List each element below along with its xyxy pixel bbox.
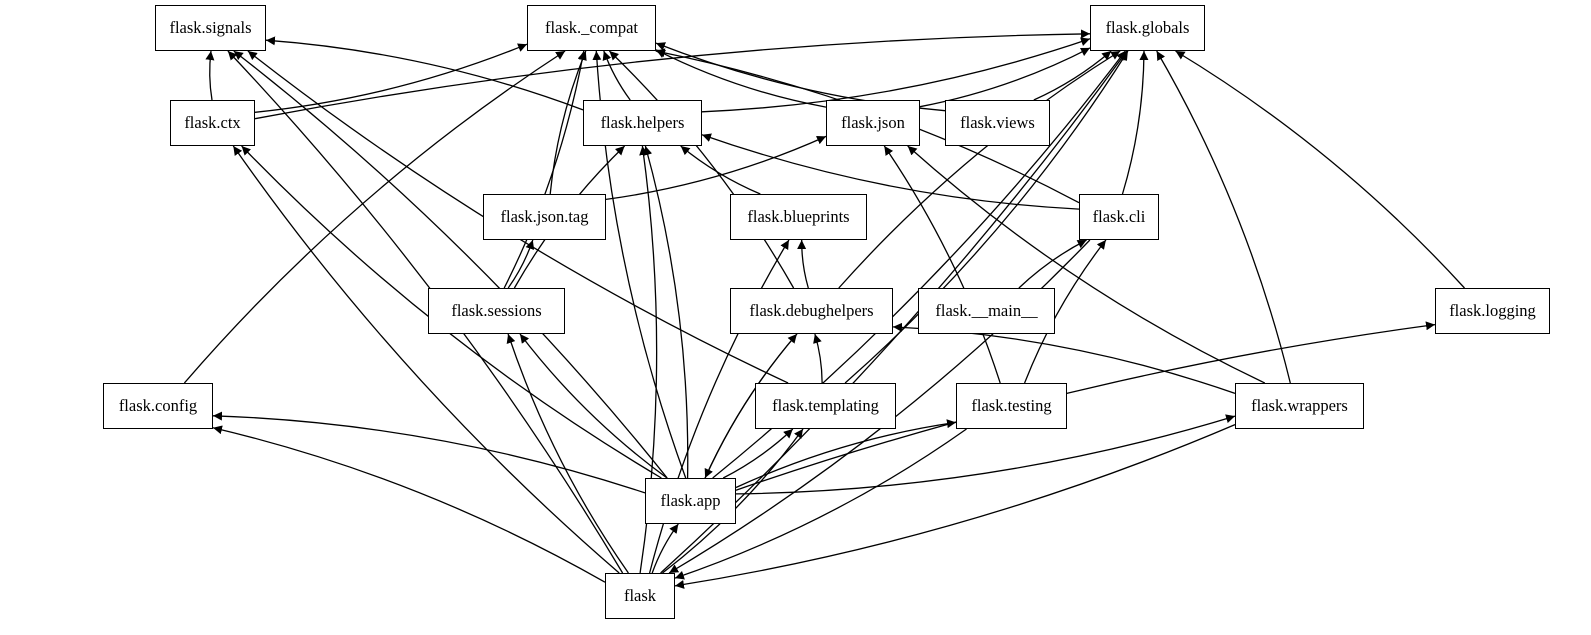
node-json[interactable]: flask.json [826, 100, 920, 146]
edge-jsontag-to-json [605, 135, 827, 201]
edge-blueprints-to-helpers [680, 145, 761, 195]
edge-flask-to-sessions [506, 333, 629, 574]
edge-debughelpers-to-globals [838, 50, 1121, 289]
edge-logging-to-globals [1175, 50, 1465, 289]
edge-app-to-logging [735, 321, 1436, 491]
edge-json-to-compat [655, 49, 827, 108]
edge-templating-to-debughelpers [813, 333, 823, 384]
edge-flask-to-blueprints [648, 239, 790, 574]
edge-app-to-helpers [643, 145, 689, 479]
edge-testing-to-flask [674, 428, 967, 580]
node-views[interactable]: flask.views [945, 100, 1050, 146]
node-cli[interactable]: flask.cli [1079, 194, 1159, 240]
node-main[interactable]: flask.__main__ [918, 288, 1055, 334]
edge-debughelpers-to-blueprints [797, 239, 809, 289]
edge-app-to-templating [722, 428, 794, 479]
node-jsontag[interactable]: flask.json.tag [483, 194, 606, 240]
node-wrappers[interactable]: flask.wrappers [1235, 383, 1364, 429]
node-compat[interactable]: flask._compat [527, 5, 656, 51]
edge-app-to-config [212, 411, 646, 494]
edge-app-to-debughelpers [704, 333, 798, 479]
edge-flask-to-config [212, 425, 606, 583]
edge-helpers-to-globals [701, 37, 1091, 113]
node-config[interactable]: flask.config [103, 383, 213, 429]
edge-flask-to-ctx [232, 145, 620, 574]
edge-views-to-globals [1033, 50, 1112, 101]
edge-main-to-cli [1018, 239, 1087, 289]
node-logging[interactable]: flask.logging [1435, 288, 1550, 334]
node-blueprints[interactable]: flask.blueprints [730, 194, 867, 240]
node-templating[interactable]: flask.templating [755, 383, 896, 429]
node-helpers[interactable]: flask.helpers [583, 100, 702, 146]
node-globals[interactable]: flask.globals [1090, 5, 1205, 51]
edge-app-to-sessions [519, 333, 668, 479]
edge-flask-to-app [651, 523, 679, 574]
edge-helpers-to-signals [265, 36, 584, 111]
edge-sessions-to-jsontag [507, 239, 535, 289]
edge-wrappers-to-json [907, 145, 1266, 384]
edge-app-to-signals [233, 50, 668, 479]
edge-templating-to-globals [844, 50, 1129, 384]
edge-testing-to-cli [1023, 239, 1107, 384]
edge-app-to-wrappers [735, 414, 1236, 495]
edge-ctx-to-compat [254, 43, 528, 113]
node-ctx[interactable]: flask.ctx [170, 100, 255, 146]
edge-cli-to-helpers [701, 133, 1080, 210]
node-flask[interactable]: flask [605, 573, 675, 619]
node-debughelpers[interactable]: flask.debughelpers [730, 288, 893, 334]
edge-sessions-to-compat [503, 50, 587, 289]
edge-ctx-to-globals [254, 29, 1091, 120]
node-sessions[interactable]: flask.sessions [428, 288, 565, 334]
edge-json-to-globals [919, 47, 1091, 108]
edge-ctx-to-signals [205, 50, 215, 101]
node-signals[interactable]: flask.signals [155, 5, 266, 51]
edge-debughelpers-to-compat [608, 50, 795, 289]
edge-wrappers-to-flask [674, 424, 1236, 589]
edge-jsontag-to-compat [549, 50, 587, 195]
edge-testing-to-json [883, 145, 1001, 384]
edge-cli-to-globals [1121, 50, 1149, 195]
node-app[interactable]: flask.app [645, 478, 736, 524]
node-testing[interactable]: flask.testing [956, 383, 1067, 429]
edge-flask-to-templating [662, 428, 804, 574]
edge-helpers-to-compat [602, 50, 631, 101]
edge-wrappers-to-globals [1156, 50, 1291, 384]
